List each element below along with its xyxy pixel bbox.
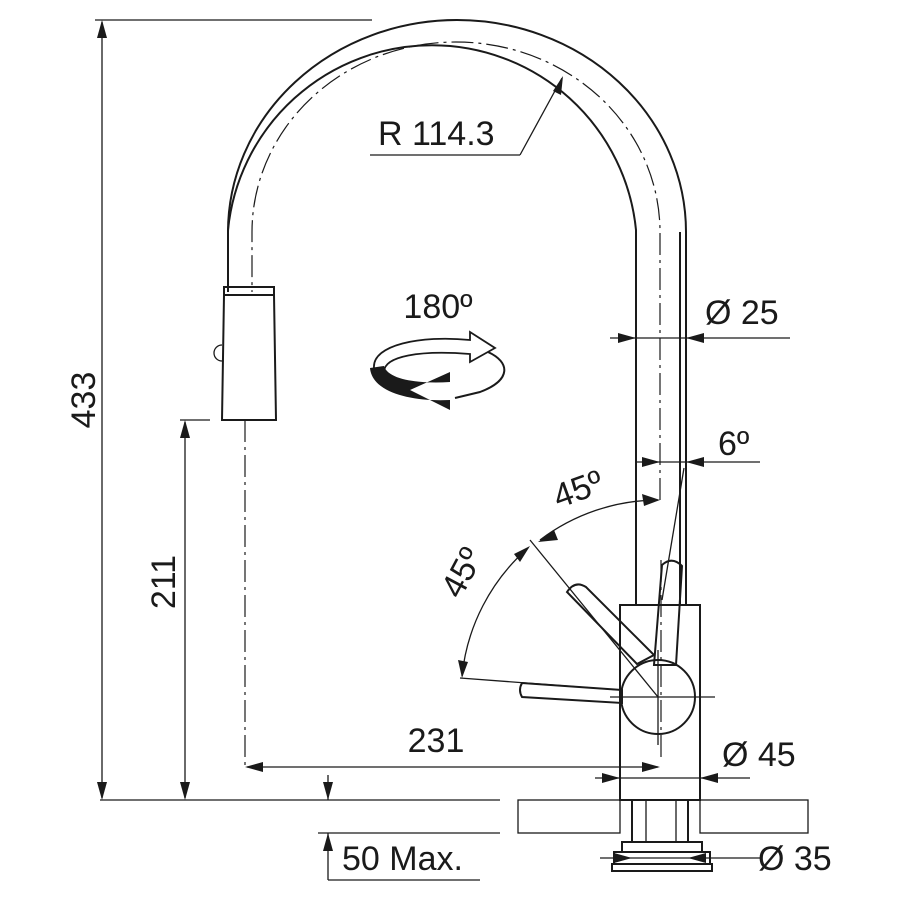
- label-reach: 231: [408, 722, 465, 760]
- dimension-radius: [370, 76, 563, 156]
- label-total-height: 433: [65, 372, 103, 429]
- label-radius: R 114.3: [378, 115, 495, 153]
- dimension-spout-diameter: [610, 333, 790, 343]
- label-lever-b: 45º: [434, 542, 491, 604]
- angle-lever-arcs: [458, 494, 660, 678]
- swivel-arrow-icon: [370, 330, 506, 410]
- dimension-spout-height: [180, 419, 210, 800]
- dimension-reach: [245, 762, 660, 772]
- label-spout-height: 211: [145, 555, 183, 609]
- label-max-thickness: 50 Max.: [342, 840, 463, 878]
- dimension-total-height: [95, 19, 372, 800]
- dimension-max-thickness: [323, 775, 480, 881]
- dimension-body-diameter: [595, 773, 750, 783]
- label-spout-diameter: Ø 25: [705, 294, 779, 332]
- label-lever-a: 45º: [548, 463, 608, 516]
- spray-head: [213, 286, 278, 768]
- label-swivel: 180º: [403, 288, 472, 326]
- label-tilt: 6º: [718, 425, 749, 463]
- dimension-hole-diameter: [600, 853, 760, 863]
- label-body-diameter: Ø 45: [722, 736, 796, 774]
- angle-tilt: [636, 457, 760, 467]
- lever-assembly: [459, 467, 715, 745]
- countertop: [100, 799, 809, 834]
- label-hole-diameter: Ø 35: [758, 840, 832, 878]
- mounting-fitting: [611, 604, 713, 872]
- spout: [227, 19, 687, 760]
